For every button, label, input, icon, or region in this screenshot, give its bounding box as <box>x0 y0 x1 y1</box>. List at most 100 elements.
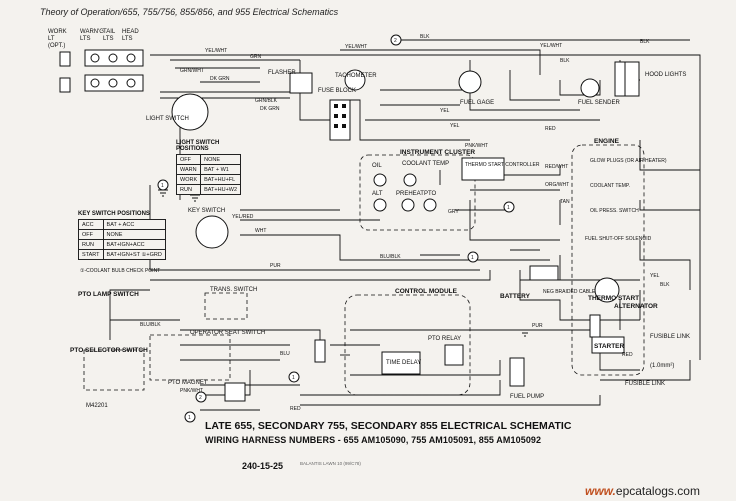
wire-label: YEL/WHT <box>345 44 367 50</box>
tachometer-label: TACHOMETER <box>335 73 377 79</box>
fuse-block-label: FUSE BLOCK <box>318 88 356 94</box>
fuel-pump-icon <box>509 357 525 387</box>
engine-label: ENGINE <box>594 138 620 145</box>
wire-label: RED/WHT <box>545 164 568 170</box>
light-switch-label: LIGHT SWITCH <box>146 116 189 122</box>
head-lights-label: HEAD <box>122 29 139 35</box>
wire-label: GRN <box>250 54 262 60</box>
wire-label: BLU <box>280 351 290 357</box>
fuel-gage-icon <box>458 70 482 94</box>
thermo-start-controller-box <box>461 157 505 181</box>
wire-label: YEL <box>450 123 460 129</box>
thermo-start-controller-label: THERMO START CONTROLLER <box>465 162 540 168</box>
wire-label: PUR <box>532 323 543 329</box>
battery-label: BATTERY <box>500 293 531 300</box>
connector-block <box>314 339 326 363</box>
ref-circle-1-left <box>157 179 169 191</box>
key-switch-icon <box>195 215 229 249</box>
coolant-temp-sw-label: COOLANT TEMP. <box>590 183 630 189</box>
schematic-title: LATE 655, SECONDARY 755, SECONDARY 855 E… <box>205 420 572 432</box>
key-switch-label: KEY SWITCH <box>188 208 225 214</box>
warning-lights-label: WARN'G <box>80 29 104 35</box>
instrument-cluster-label: INSTRUMENT CLUSTER <box>400 149 475 156</box>
wire-blk-top <box>150 54 701 360</box>
ref-label: 2 <box>394 38 397 44</box>
preheat-label: PREHEAT <box>396 191 424 197</box>
time-delay-label: TIME DELAY <box>386 360 421 366</box>
wire-label: YEL/WHT <box>205 48 227 54</box>
wire-label: WHT <box>255 228 266 234</box>
operator-seat-switch-label: OPERATOR SEAT SWITCH <box>190 330 265 336</box>
svg-text:LTS: LTS <box>80 36 91 42</box>
wire-label: RED <box>290 406 301 412</box>
ref-label: 1 <box>188 415 191 421</box>
wire-label: BLU/BLK <box>380 254 401 260</box>
ref-label: 1 <box>507 205 510 211</box>
fuse-block-box <box>329 99 351 141</box>
oil-press-switch-label: OIL PRESS. SWITCH <box>590 208 639 214</box>
hood-lights-label: HOOD LIGHTS <box>645 72 686 78</box>
time-delay-box <box>381 351 421 375</box>
alternator-label: ALTERNATOR <box>614 303 658 310</box>
pto-magnet-icon <box>224 382 246 402</box>
fuel-sender-icon <box>580 78 600 98</box>
wire-label: BLK <box>560 58 570 64</box>
starter-box <box>591 336 625 354</box>
wire-label: BLU/BLK <box>140 322 161 328</box>
flasher-box <box>289 72 313 94</box>
seat-switch-enclosure <box>149 334 231 381</box>
fuel-sender-label: FUEL SENDER <box>578 100 620 106</box>
tail-lights-label: TAIL <box>103 29 116 35</box>
glow-plugs-label: GLOW PLUGS (OR AIR HEATER) <box>590 158 667 164</box>
fusible-link-2-label: FUSIBLE LINK <box>625 381 665 387</box>
wire-label: TAN <box>560 199 570 205</box>
ref-label: 1 <box>471 255 474 261</box>
control-module-label: CONTROL MODULE <box>395 288 458 295</box>
instrument-cluster-enclosure <box>359 154 476 231</box>
key-switch-note: ①-COOLANT BULB CHECK POINT <box>80 268 161 274</box>
wire-label: YEL/RED <box>232 214 254 220</box>
watermark-prefix: www. <box>585 484 616 498</box>
wire-label: DK GRN <box>210 76 230 82</box>
thermo-start-label: THERMO START <box>588 295 639 302</box>
work-light-icon <box>59 51 71 67</box>
figure-id: M42201 <box>86 403 108 409</box>
wire-label: PNK/WHT <box>180 388 203 394</box>
light-switch-table-title: LIGHT SWITCH POSITIONS <box>176 140 220 152</box>
wire-label: PUR <box>270 263 281 269</box>
oil-lamp-icon <box>373 173 387 187</box>
wire-label: GRN/BLK <box>255 98 278 104</box>
pto-lamp-switch-label: PTO LAMP SWITCH <box>78 291 139 298</box>
svg-text:(OPT.): (OPT.) <box>48 43 65 49</box>
wire-label: ORG/WHT <box>545 182 569 188</box>
wire-label: YEL/WHT <box>540 43 562 49</box>
pto-selector-enclosure <box>83 349 145 391</box>
starter-label: STARTER <box>594 343 625 350</box>
page-number: 240-15-25 <box>242 461 284 471</box>
watermark-domain: epcatalogs.com <box>615 484 700 498</box>
preheat-lamp-icon <box>401 198 415 212</box>
trans-switch-enclosure <box>204 292 248 320</box>
fuel-pump-label: FUEL PUMP <box>510 394 544 400</box>
ref-circle-1-bottom <box>288 371 300 383</box>
svg-text:LT: LT <box>48 36 55 42</box>
wire-label: PNK/WHT <box>465 143 488 149</box>
alt-label: ALT <box>372 191 383 197</box>
fusible-link-label: FUSIBLE LINK <box>650 334 690 340</box>
harness-numbers: WIRING HARNESS NUMBERS - 655 AM105090, 7… <box>205 435 542 445</box>
alternator-icon <box>594 277 620 303</box>
trans-switch-label: TRANS. SWITCH <box>210 287 257 293</box>
coolant-lamp-icon <box>403 173 417 187</box>
wire-label: DK GRN <box>260 106 280 112</box>
alt-lamp-icon <box>373 198 387 212</box>
